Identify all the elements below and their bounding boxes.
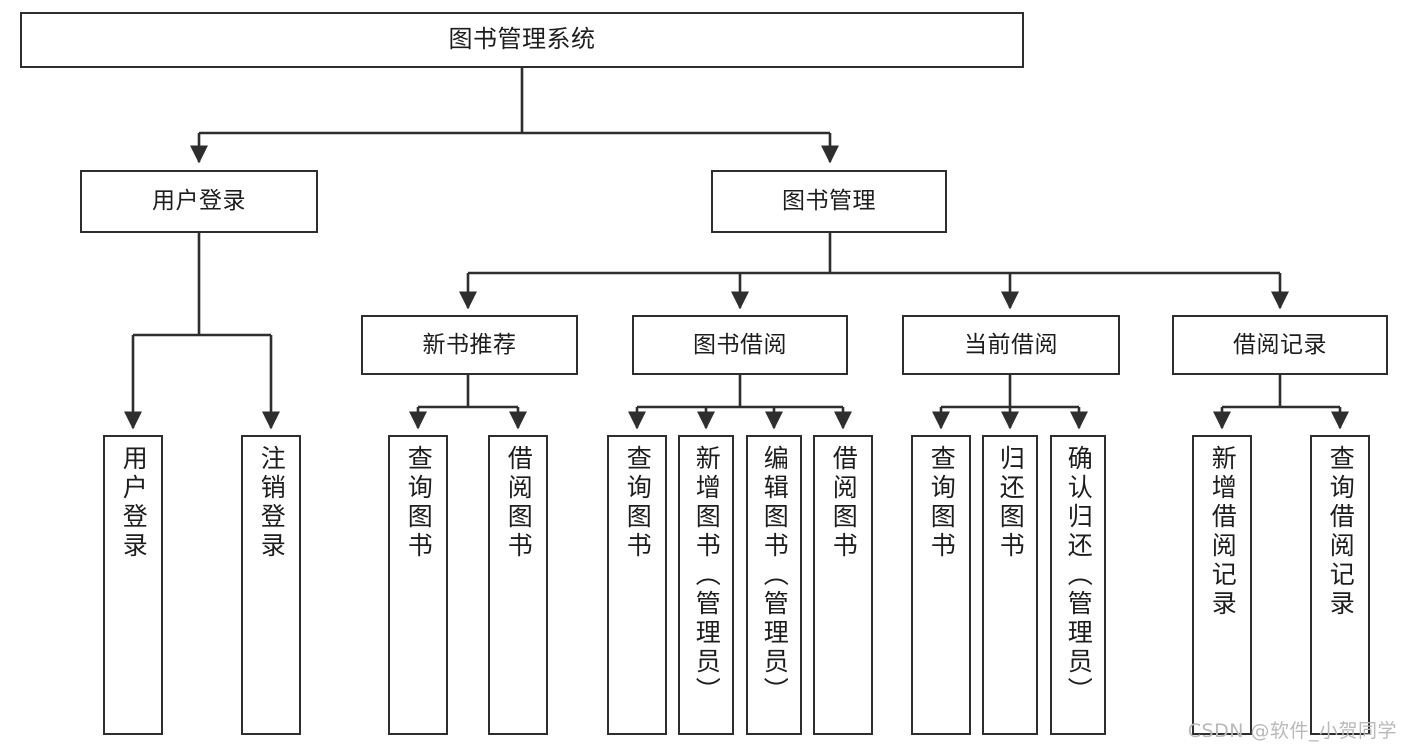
node-root[interactable]: 图书管理系统 bbox=[20, 12, 1024, 68]
node-label: 借阅图书 bbox=[504, 445, 534, 561]
node-borrow-records[interactable]: 借阅记录 bbox=[1172, 315, 1388, 375]
node-label: 图书借阅 bbox=[693, 331, 787, 358]
node-label: 借阅记录 bbox=[1233, 331, 1327, 358]
node-label: 查询图书 bbox=[623, 445, 653, 561]
node-label: 查询图书 bbox=[404, 445, 434, 561]
node-label: 查询图书 bbox=[927, 445, 957, 561]
leaf-user-login[interactable]: 用户登录 bbox=[103, 435, 163, 735]
leaf-query-book-recommend[interactable]: 查询图书 bbox=[388, 435, 448, 735]
node-label: 编辑图书（管理员） bbox=[760, 445, 790, 706]
node-book-borrow[interactable]: 图书借阅 bbox=[632, 315, 848, 375]
node-label: 确认归还（管理员） bbox=[1064, 445, 1094, 706]
node-current-borrow[interactable]: 当前借阅 bbox=[902, 315, 1120, 375]
leaf-edit-book-admin[interactable]: 编辑图书（管理员） bbox=[746, 435, 802, 735]
node-label: 归还图书 bbox=[996, 445, 1026, 561]
node-label: 新增借阅记录 bbox=[1208, 445, 1238, 619]
node-label: 用户登录 bbox=[152, 188, 246, 215]
leaf-add-borrow-record[interactable]: 新增借阅记录 bbox=[1192, 435, 1252, 735]
node-label: 注销登录 bbox=[257, 445, 287, 561]
node-new-book-recommend[interactable]: 新书推荐 bbox=[361, 315, 578, 375]
leaf-query-book-current[interactable]: 查询图书 bbox=[911, 435, 971, 735]
node-label: 借阅图书 bbox=[829, 445, 859, 561]
node-label: 新增图书（管理员） bbox=[692, 445, 722, 706]
csdn-watermark: CSDN @软件_小贺同学 bbox=[1187, 720, 1397, 742]
node-label: 用户登录 bbox=[119, 445, 149, 561]
node-label: 查询借阅记录 bbox=[1326, 445, 1356, 619]
node-label: 新书推荐 bbox=[422, 331, 517, 358]
leaf-query-borrow-record[interactable]: 查询借阅记录 bbox=[1310, 435, 1370, 735]
node-label: 图书管理 bbox=[782, 188, 876, 215]
leaf-add-book-admin[interactable]: 新增图书（管理员） bbox=[678, 435, 734, 735]
node-user-login[interactable]: 用户登录 bbox=[80, 170, 318, 233]
node-book-management[interactable]: 图书管理 bbox=[711, 170, 947, 233]
leaf-borrow-book-recommend[interactable]: 借阅图书 bbox=[488, 435, 548, 735]
leaf-confirm-return-admin[interactable]: 确认归还（管理员） bbox=[1050, 435, 1106, 735]
node-label: 图书管理系统 bbox=[448, 25, 596, 54]
leaf-logout[interactable]: 注销登录 bbox=[241, 435, 301, 735]
leaf-borrow-book[interactable]: 借阅图书 bbox=[813, 435, 873, 735]
leaf-query-book-borrow[interactable]: 查询图书 bbox=[607, 435, 667, 735]
node-label: 当前借阅 bbox=[964, 331, 1058, 358]
leaf-return-book[interactable]: 归还图书 bbox=[982, 435, 1038, 735]
